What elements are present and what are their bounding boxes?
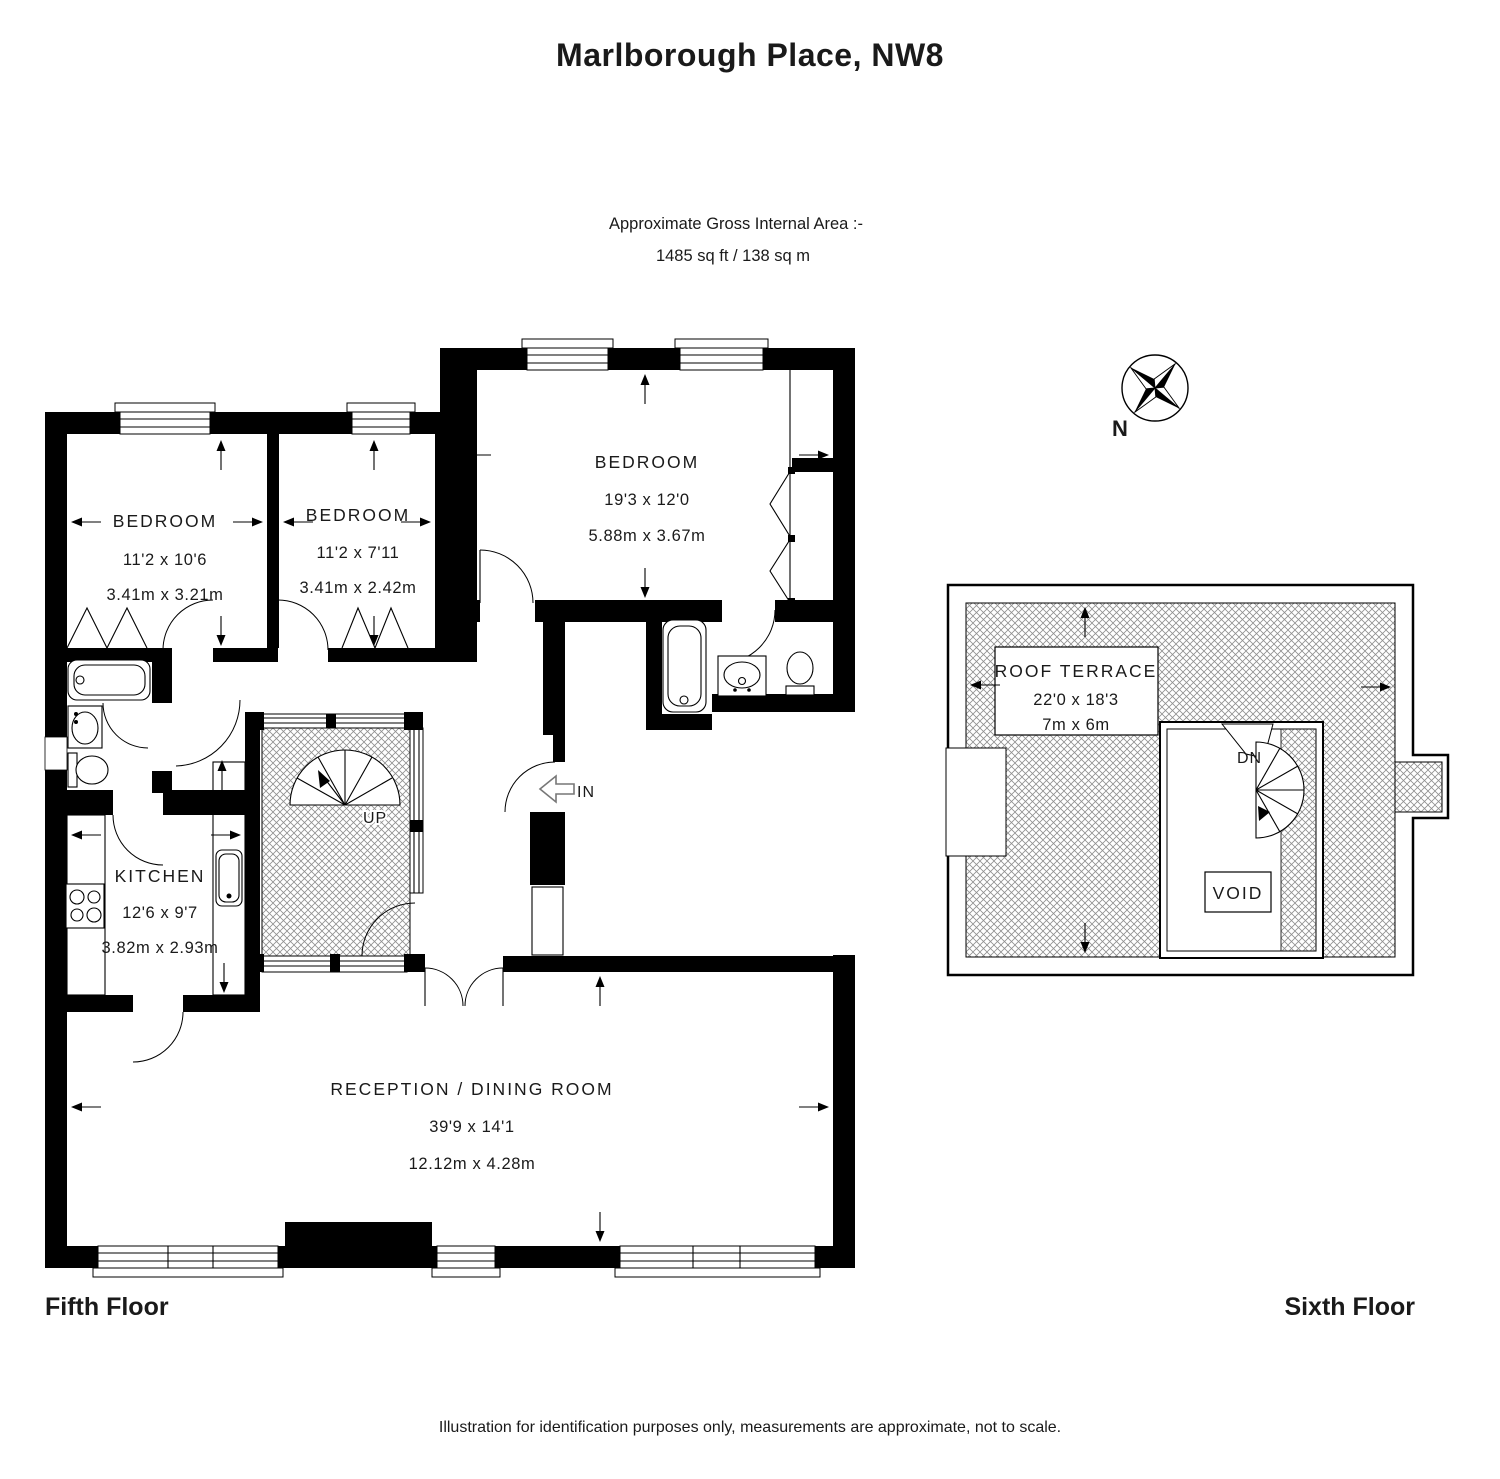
sink xyxy=(717,655,767,697)
room-label-bedroom-left: BEDROOM 11'2 x 10'6 3.41m x 3.21m xyxy=(107,511,224,604)
fifth-floor-label: Fifth Floor xyxy=(45,1293,169,1321)
window xyxy=(674,338,769,371)
sixth-floor-label: Sixth Floor xyxy=(1284,1293,1415,1321)
compass-rose-icon: N xyxy=(1112,354,1189,441)
sixth-floor-plan: DN VOID ROOF TERRACE 22'0 x 18'3 7m x 6m xyxy=(945,583,1450,977)
room-label-roof-terrace: ROOF TERRACE 22'0 x 18'3 7m x 6m xyxy=(994,646,1159,736)
room-label-bedroom-main: BEDROOM 19'3 x 12'0 5.88m x 3.67m xyxy=(589,452,706,545)
bathtub xyxy=(67,659,151,701)
svg-text:RECEPTION / DINING ROOM: RECEPTION / DINING ROOM xyxy=(330,1079,613,1099)
bathtub xyxy=(662,619,707,713)
wardrobe-doors xyxy=(341,606,409,650)
stair-enclosure: DN VOID xyxy=(1159,721,1324,959)
window xyxy=(114,402,216,435)
door-arc xyxy=(102,549,776,1063)
void-label: VOID xyxy=(1204,871,1272,913)
stair-hall: UP xyxy=(250,712,425,973)
svg-text:BEDROOM: BEDROOM xyxy=(113,511,217,531)
svg-text:12.12m x 4.28m: 12.12m x 4.28m xyxy=(409,1155,536,1173)
chimney-breast xyxy=(285,1222,432,1268)
spiral-stair-up xyxy=(289,749,401,806)
svg-text:KITCHEN: KITCHEN xyxy=(115,866,206,886)
window xyxy=(521,338,614,371)
spiral-stair-down xyxy=(1255,741,1305,839)
room-label-reception: RECEPTION / DINING ROOM 39'9 x 14'1 12.1… xyxy=(330,1079,613,1173)
svg-text:5.88m x 3.67m: 5.88m x 3.67m xyxy=(589,527,706,545)
svg-text:39'9 x 14'1: 39'9 x 14'1 xyxy=(429,1118,514,1136)
area-label: Approximate Gross Internal Area :- xyxy=(609,215,863,233)
terrace-access xyxy=(945,747,1007,857)
toilet xyxy=(785,651,815,696)
toilet xyxy=(67,752,109,788)
wardrobe-doors xyxy=(66,606,148,650)
svg-text:3.82m x 2.93m: 3.82m x 2.93m xyxy=(102,939,219,957)
window xyxy=(431,1245,501,1278)
stairs-down-label: DN xyxy=(1237,750,1262,767)
svg-text:BEDROOM: BEDROOM xyxy=(595,452,699,472)
page-title: Marlborough Place, NW8 xyxy=(556,37,944,73)
window xyxy=(92,1245,284,1278)
room-label-bedroom-middle: BEDROOM 11'2 x 7'11 3.41m x 2.42m xyxy=(300,505,417,597)
sink xyxy=(67,705,103,749)
svg-text:3.41m x 2.42m: 3.41m x 2.42m xyxy=(300,579,417,597)
window xyxy=(614,1245,821,1278)
wardrobe-doors xyxy=(769,370,795,605)
stairs-up-label: UP xyxy=(363,810,387,827)
svg-text:19'3 x 12'0: 19'3 x 12'0 xyxy=(604,491,689,509)
svg-text:3.41m x 3.21m: 3.41m x 3.21m xyxy=(107,586,224,604)
entrance-cupboard xyxy=(531,886,564,956)
svg-text:VOID: VOID xyxy=(1213,883,1264,903)
hob xyxy=(65,883,105,929)
entrance-in-marker: IN xyxy=(538,774,595,804)
disclaimer: Illustration for identification purposes… xyxy=(439,1419,1061,1436)
svg-text:12'6 x 9'7: 12'6 x 9'7 xyxy=(122,904,198,922)
wall-recess xyxy=(44,736,68,771)
svg-text:22'0 x 18'3: 22'0 x 18'3 xyxy=(1033,691,1118,709)
area-value: 1485 sq ft / 138 sq m xyxy=(656,247,810,265)
window xyxy=(346,402,416,435)
svg-text:11'2 x 10'6: 11'2 x 10'6 xyxy=(123,551,207,569)
svg-text:BEDROOM: BEDROOM xyxy=(306,505,410,525)
compass-north-label: N xyxy=(1112,416,1128,441)
room-label-kitchen: KITCHEN 12'6 x 9'7 3.82m x 2.93m xyxy=(102,866,219,957)
fifth-floor-plan: UP xyxy=(44,338,855,1278)
entrance-label: IN xyxy=(577,784,595,801)
svg-text:ROOF TERRACE: ROOF TERRACE xyxy=(995,661,1158,681)
svg-text:11'2 x 7'11: 11'2 x 7'11 xyxy=(317,544,400,562)
kitchen-sink xyxy=(215,849,243,907)
svg-text:7m x 6m: 7m x 6m xyxy=(1042,716,1109,734)
